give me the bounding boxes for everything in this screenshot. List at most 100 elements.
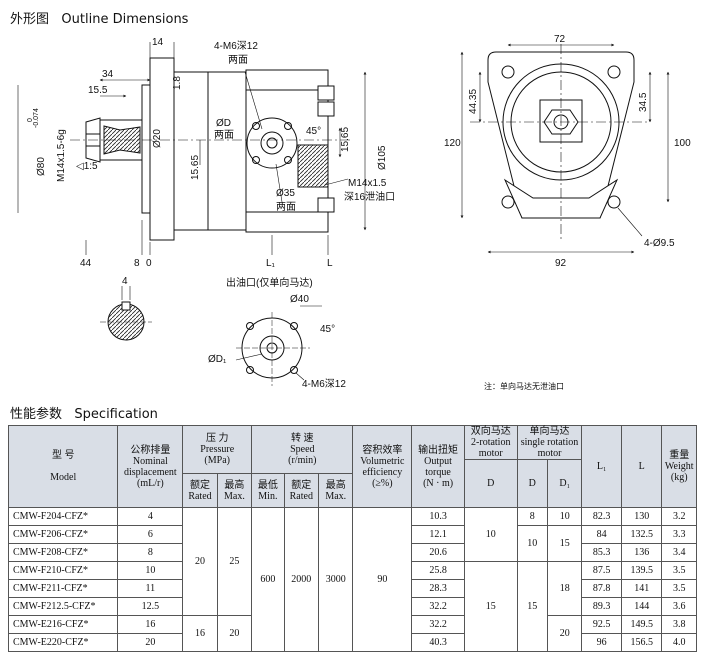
dim-4-phi9-5: 4-Ø9.5 bbox=[644, 238, 675, 249]
cell-volumetric-efficiency: 90 bbox=[352, 507, 413, 652]
cell-displacement: 4 bbox=[117, 507, 184, 526]
cell-model: CMW-E216-CFZ* bbox=[7, 615, 119, 634]
cell-speed-max: 3000 bbox=[318, 507, 354, 652]
spec-section-title: 性能参数 Specification bbox=[10, 403, 158, 422]
cell-L1: 92.5 bbox=[581, 615, 622, 634]
boss-top bbox=[317, 85, 335, 101]
dim-120: 120 bbox=[444, 138, 461, 149]
dim-m14-6g: M14x1.5-6g bbox=[56, 129, 67, 182]
cell-torque: 10.3 bbox=[411, 507, 465, 526]
spec-title-cn: 性能参数 bbox=[10, 407, 63, 422]
dim-phi40: Ø40 bbox=[290, 294, 309, 305]
cell-pressure-rated: 16 bbox=[182, 615, 218, 652]
cell-L1: 84 bbox=[581, 525, 622, 544]
dim-8: 8 bbox=[134, 258, 140, 269]
cell-model: CMW-F208-CFZ* bbox=[7, 543, 119, 562]
outline-drawing: 14 4-M6深12 两面 34 1.8 15.5 Ø80 0 -0.074 M… bbox=[17, 34, 691, 390]
cell-torque: 12.1 bbox=[411, 525, 465, 544]
table-row: CMW-F211-CFZ* 11 28.3 87.8 141 3.5 bbox=[7, 579, 697, 598]
label-both-sides-3: 两面 bbox=[276, 202, 296, 213]
dim-34: 34 bbox=[102, 69, 114, 80]
cell-two-D: 15 bbox=[463, 561, 518, 652]
cell-torque: 20.6 bbox=[411, 543, 465, 562]
table-row: CMW-F212.5-CFZ* 12.5 32.2 89.3 144 3.6 bbox=[7, 597, 697, 616]
cell-single-D1: 18 bbox=[546, 561, 583, 616]
cell-weight: 3.2 bbox=[661, 507, 697, 526]
cell-displacement: 8 bbox=[117, 543, 184, 562]
spec-table-body: CMW-F204-CFZ* 4 20 25 600 2000 3000 90 1… bbox=[7, 507, 697, 652]
dim-15-65-left: 15.65 bbox=[190, 155, 201, 180]
cell-single-D: 15 bbox=[516, 561, 548, 652]
table-row: CMW-F208-CFZ* 8 20.6 85.3 136 3.4 bbox=[7, 543, 697, 562]
motor-note: 注：单向马达无泄油口 bbox=[484, 382, 564, 391]
cell-torque: 32.2 bbox=[411, 615, 465, 634]
front-view bbox=[460, 43, 670, 254]
front-hole-br bbox=[607, 195, 621, 209]
header-two-D: D bbox=[463, 459, 518, 508]
dim-1-8: 1.8 bbox=[172, 76, 183, 90]
header-single-D1: D₁ bbox=[546, 459, 583, 508]
dim-phi20: Ø20 bbox=[152, 129, 163, 148]
dim-15-65-right: 15.65 bbox=[340, 127, 351, 152]
cell-pressure-max: 25 bbox=[216, 507, 253, 616]
dim-4-m6-depth12-bottom: 4-M6深12 bbox=[302, 378, 346, 390]
cell-model: CMW-F212.5-CFZ* bbox=[7, 597, 119, 616]
dim-taper: ◁1:5 bbox=[76, 161, 98, 172]
cell-single-D: 10 bbox=[516, 525, 548, 562]
header-single-D: D bbox=[516, 459, 548, 508]
cell-torque: 28.3 bbox=[411, 579, 465, 598]
dim-L1-drawing: L₁ bbox=[266, 258, 276, 269]
cell-displacement: 12.5 bbox=[117, 597, 184, 616]
front-hole-tl bbox=[501, 65, 515, 79]
dim-72: 72 bbox=[554, 34, 566, 45]
cell-pressure-max: 20 bbox=[216, 615, 253, 652]
drain-port-section bbox=[297, 144, 329, 188]
cell-L: 132.5 bbox=[620, 525, 663, 544]
dim-phi35: Ø35 bbox=[276, 188, 295, 199]
table-row: CMW-F210-CFZ* 10 25.8 15 15 18 87.5 139.… bbox=[7, 561, 697, 652]
cell-two-D: 10 bbox=[463, 507, 518, 562]
dim-4-m6-depth12-top: 4-M6深12 bbox=[214, 40, 258, 52]
header-L: L bbox=[620, 425, 663, 508]
cell-weight: 3.3 bbox=[661, 525, 697, 544]
cell-pressure-rated: 20 bbox=[182, 507, 218, 616]
label-drain-port: 深16泄油口 bbox=[344, 190, 395, 203]
front-hole-tr bbox=[607, 65, 621, 79]
cell-model: CMW-E220-CFZ* bbox=[7, 633, 119, 652]
dim-m14x1-5: M14x1.5 bbox=[348, 178, 387, 189]
cell-L1: 96 bbox=[581, 633, 622, 652]
cell-model: CMW-F204-CFZ* bbox=[7, 507, 119, 526]
flange-pilot bbox=[141, 84, 151, 214]
cell-displacement: 6 bbox=[117, 525, 184, 544]
cell-single-D1: 15 bbox=[546, 525, 583, 562]
cell-displacement: 10 bbox=[117, 561, 184, 580]
spec-title-en: Specification bbox=[74, 407, 158, 422]
cell-torque: 25.8 bbox=[411, 561, 465, 580]
table-row: CMW-F204-CFZ* 4 20 25 600 2000 3000 90 1… bbox=[7, 507, 697, 652]
dim-phiD: ØD bbox=[216, 118, 231, 129]
dim-phi80-tol-down: -0.074 bbox=[33, 108, 40, 128]
dim-0: 0 bbox=[146, 258, 152, 269]
dim-34-5: 34.5 bbox=[638, 92, 649, 112]
dim-92: 92 bbox=[555, 258, 567, 269]
header-L1: L₁ bbox=[581, 425, 622, 508]
dim-phiD1: ØD₁ bbox=[208, 354, 227, 365]
side-view bbox=[17, 42, 367, 255]
dim-phi105: Ø105 bbox=[377, 145, 388, 170]
cell-weight: 3.4 bbox=[661, 543, 697, 562]
outline-title-en: Outline Dimensions bbox=[61, 12, 189, 27]
cell-L1: 87.5 bbox=[581, 561, 622, 580]
cell-single-D: 8 bbox=[516, 507, 548, 526]
dim-45-deg-side: 45° bbox=[306, 126, 321, 137]
table-row: CMW-E220-CFZ* 20 40.3 96 156.5 4.0 bbox=[7, 633, 697, 652]
cell-L1: 89.3 bbox=[581, 597, 622, 616]
